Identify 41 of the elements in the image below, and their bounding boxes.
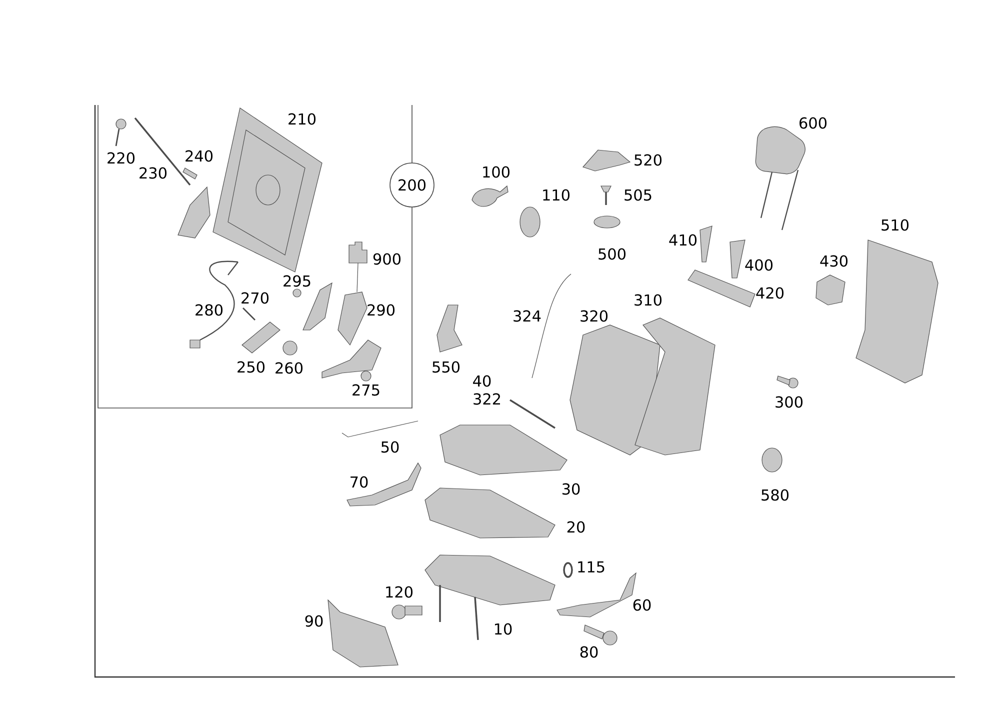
callout-number: 20 <box>567 521 585 533</box>
callout-number: 430 <box>820 255 848 267</box>
callout-number: 505 <box>624 189 652 201</box>
callout-number: 280 <box>196 304 223 316</box>
callout-number: 300 <box>776 396 803 408</box>
callout-number: 322 <box>474 393 500 405</box>
callout-number: 510 <box>882 219 909 231</box>
callout-number: 324 <box>514 310 541 322</box>
callout-number: 320 <box>580 310 608 322</box>
callout-number: 70 <box>350 476 368 488</box>
callout-number: 295 <box>284 275 310 287</box>
callout-number: 100 <box>483 166 510 178</box>
callout-number: 220 <box>108 152 135 164</box>
callout-number: 550 <box>432 361 460 373</box>
callout-number: 230 <box>140 167 167 179</box>
callout-number: 50 <box>382 441 399 453</box>
callout-number: 120 <box>386 586 413 598</box>
callout-number: 90 <box>305 615 323 627</box>
callout-number: 30 <box>562 483 580 495</box>
callout-number: 310 <box>634 294 662 306</box>
callout-number: 275 <box>352 384 380 396</box>
callout-number: 40 <box>473 375 491 387</box>
callout-number: 580 <box>762 489 789 501</box>
callout-number: 500 <box>598 248 626 260</box>
callout-number: 900 <box>373 253 401 265</box>
callout-number: 260 <box>276 362 303 374</box>
callout-number: 270 <box>242 292 269 304</box>
callout-number: 420 <box>756 287 784 299</box>
callout-number: 210 <box>288 113 316 125</box>
callout-number: 290 <box>368 304 395 316</box>
callout-number: 10 <box>494 623 512 635</box>
callout-number: 60 <box>633 599 651 611</box>
callout-number: 520 <box>634 154 662 166</box>
callout-number: 600 <box>800 117 827 129</box>
callout-number: 240 <box>186 150 213 162</box>
callout-number: 400 <box>745 259 773 271</box>
callout-number: 110 <box>543 189 570 201</box>
callout-number: 250 <box>238 361 265 373</box>
callout-number: 80 <box>580 646 598 658</box>
callout-number: 410 <box>669 234 697 246</box>
callout-number: 115 <box>578 561 604 573</box>
